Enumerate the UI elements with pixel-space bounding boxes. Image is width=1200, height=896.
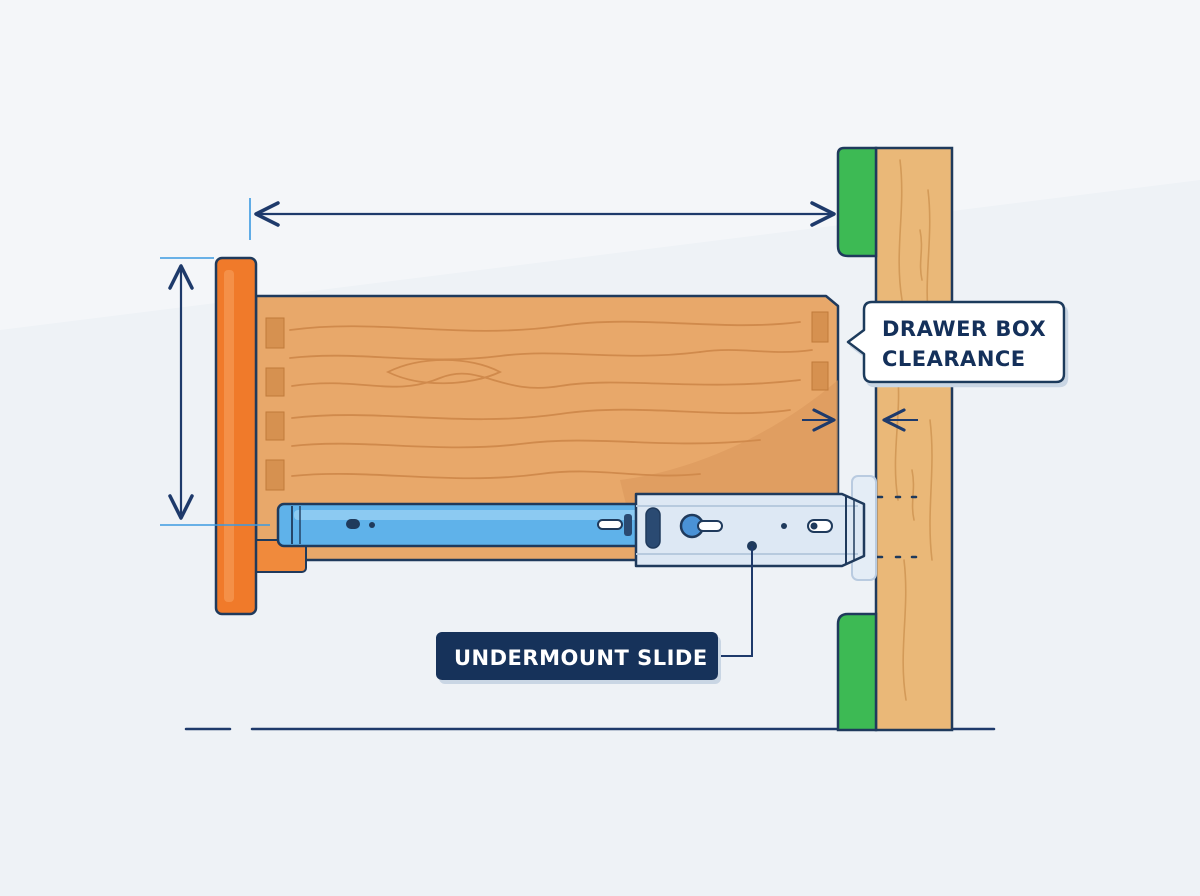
slide-bracket bbox=[634, 475, 877, 581]
dimension-height bbox=[160, 257, 270, 526]
cabinet-side-panel bbox=[874, 146, 954, 732]
green-stile-top bbox=[836, 146, 878, 258]
undermount-slide bbox=[276, 475, 877, 581]
clearance-callout bbox=[846, 300, 1066, 384]
slide-label-box bbox=[436, 632, 718, 680]
slide-label: UNDERMOUNT SLIDE bbox=[454, 646, 708, 670]
clearance-label-line1: DRAWER BOX bbox=[882, 317, 1046, 341]
clearance-label-line2: CLEARANCE bbox=[882, 347, 1026, 371]
dimension-depth bbox=[249, 198, 836, 240]
dovetail-joints bbox=[265, 311, 829, 491]
slide-inner-rail bbox=[276, 502, 660, 548]
slide-leader-line bbox=[718, 541, 757, 657]
green-stile-bottom bbox=[836, 612, 878, 732]
wood-grain bbox=[289, 320, 813, 480]
